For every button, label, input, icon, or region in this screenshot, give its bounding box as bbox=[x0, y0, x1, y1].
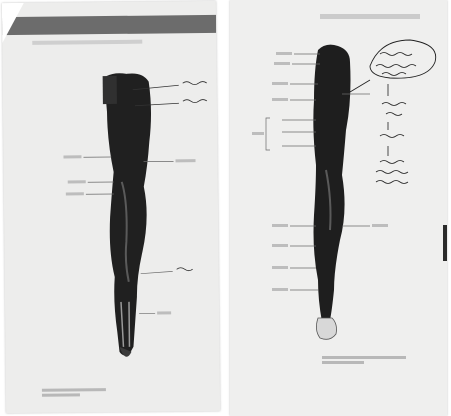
left-scribble-1 bbox=[183, 81, 207, 84]
right-figure-caption bbox=[322, 356, 406, 366]
left-label-block-1 bbox=[63, 155, 81, 158]
right-bracket bbox=[266, 118, 270, 150]
right-scribble-7 bbox=[380, 161, 404, 164]
right-label-block-8 bbox=[272, 266, 288, 269]
right-label-block-4 bbox=[272, 98, 288, 101]
left-figure-caption bbox=[42, 388, 106, 399]
right-scribble-6 bbox=[380, 135, 404, 138]
right-label-block-7 bbox=[272, 244, 288, 247]
left-scribble-2 bbox=[183, 99, 207, 102]
right-caption-line-2 bbox=[322, 361, 364, 364]
left-label-block-5 bbox=[157, 311, 171, 314]
right-worksheet-page bbox=[230, 0, 447, 416]
left-caption-line-1 bbox=[42, 388, 106, 392]
left-leg-illustration bbox=[2, 1, 220, 413]
right-label-block-3 bbox=[272, 82, 288, 85]
left-label-block-3 bbox=[66, 192, 84, 195]
right-scribble-4 bbox=[382, 103, 406, 106]
left-label-block-4 bbox=[176, 159, 196, 162]
right-label-block-2 bbox=[274, 62, 290, 65]
right-label-block-9 bbox=[272, 288, 288, 291]
right-label-block-6 bbox=[272, 224, 288, 227]
right-leg-foot bbox=[316, 318, 336, 339]
left-leader-5 bbox=[141, 271, 173, 273]
left-caption-line-2 bbox=[42, 393, 80, 396]
binder-tab-marker bbox=[443, 225, 447, 261]
left-label-block-2 bbox=[68, 180, 86, 183]
left-worksheet-page bbox=[2, 1, 220, 413]
right-scribble-9 bbox=[376, 181, 408, 184]
right-scribble-8 bbox=[376, 171, 408, 174]
right-scribble-1 bbox=[380, 53, 412, 56]
right-leg-muscle-shape bbox=[313, 45, 350, 322]
right-scribble-5 bbox=[386, 113, 402, 116]
right-label-block-10 bbox=[372, 224, 388, 227]
right-leg-illustration bbox=[230, 0, 447, 416]
right-scribble-3 bbox=[382, 73, 406, 76]
right-label-block-1 bbox=[276, 52, 292, 55]
right-caption-line-1 bbox=[322, 356, 406, 359]
left-scribble-3 bbox=[177, 268, 193, 271]
right-pointer-line bbox=[350, 80, 370, 92]
right-label-block-5 bbox=[252, 132, 264, 135]
right-scribble-2 bbox=[376, 65, 416, 68]
left-pelvis-block bbox=[103, 76, 117, 104]
